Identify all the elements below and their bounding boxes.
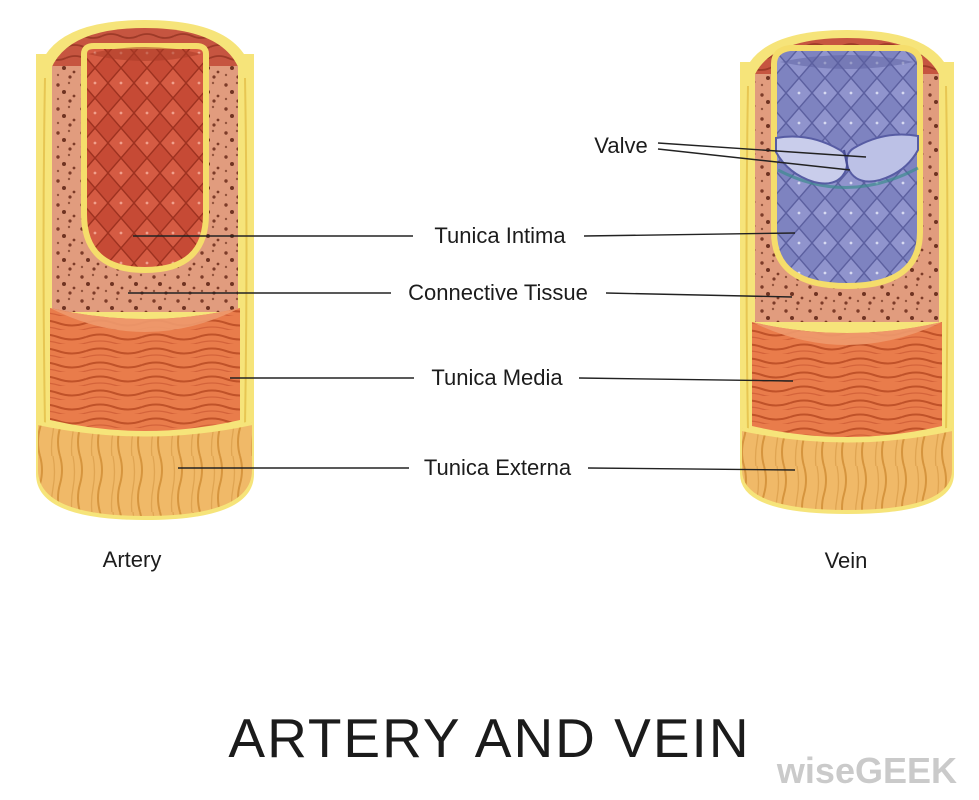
vein-illustration <box>740 30 954 514</box>
vein-tunica-media-layer <box>752 322 942 437</box>
artery-caption: Artery <box>102 547 162 572</box>
tunica-intima-label: Tunica Intima <box>434 223 566 248</box>
watermark-logo: wiseGEEK <box>776 750 957 791</box>
artery-yellow-side-bands <box>36 54 254 434</box>
tunica-media-label: Tunica Media <box>431 365 563 390</box>
connective-tissue-label: Connective Tissue <box>408 280 588 305</box>
artery-illustration <box>36 20 254 520</box>
vein-tunica-externa-layer <box>741 427 953 510</box>
tunica-externa-label: Tunica Externa <box>423 455 572 480</box>
vein-caption: Vein <box>824 548 868 573</box>
artery-tunica-intima-lumen <box>81 43 209 274</box>
page-title: ARTERY AND VEIN <box>228 707 751 769</box>
artery-tunica-externa-layer <box>37 421 253 516</box>
artery-tunica-media-layer <box>50 308 240 431</box>
valve-label: Valve <box>594 133 648 158</box>
